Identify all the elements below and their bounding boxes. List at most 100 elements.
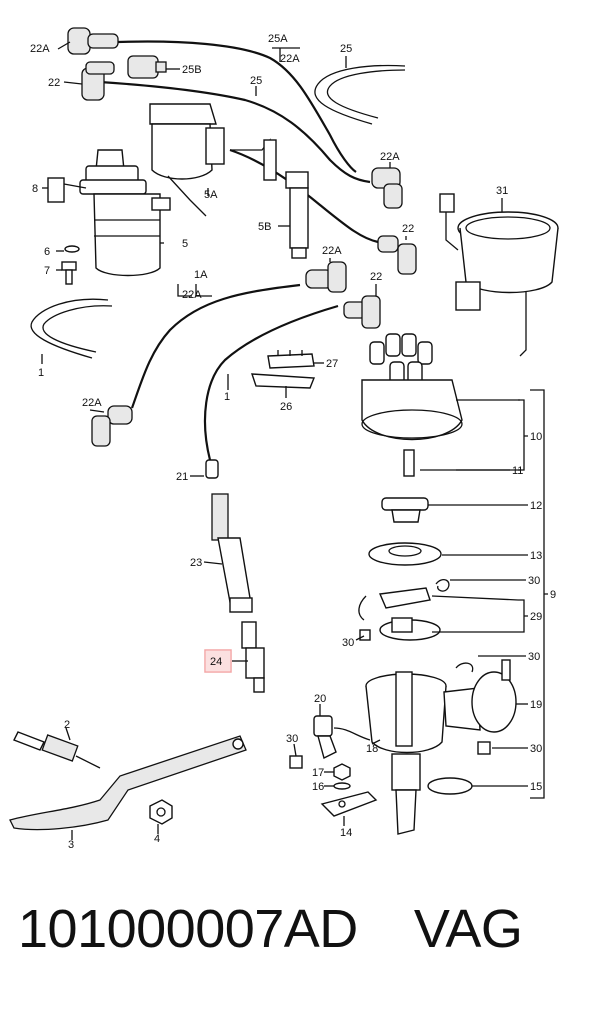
screw-30-b [359,629,371,641]
ht-lead-1-coiled [30,298,113,359]
callout-15: 15 [530,781,542,793]
callout-25-top: 25 [340,43,352,55]
connector-22A-mid [305,261,347,293]
connector-22A-bottom-left [91,405,133,447]
nut-17 [333,763,351,781]
rotor-12 [381,497,429,523]
callout-4: 4 [154,833,160,845]
callout-30-d: 30 [286,733,298,745]
callout-22A-1A: 22A [182,289,202,301]
condenser-20 [313,715,371,760]
plug-2 [13,731,101,769]
dust-cover-13 [368,542,442,566]
suppressor-5B [230,138,309,259]
callout-6: 6 [44,246,50,258]
distributor-cap-10 [361,333,463,441]
ht-lead-1A [130,283,301,409]
washer-16 [333,782,351,790]
callout-10: 10 [530,431,542,443]
callout-13: 13 [530,550,542,562]
callout-25-mid: 25 [250,75,262,87]
callout-2: 2 [64,719,70,731]
callout-5: 5 [182,238,188,250]
callout-1-mid: 1 [224,391,230,403]
ground-strap-3 [9,735,247,831]
callout-23: 23 [190,557,202,569]
suppressor-25B [127,55,167,79]
terminal-21 [205,459,219,479]
callout-22A-top: 22A [280,53,300,65]
callout-24: 24 [210,656,222,668]
distributor-housing-18 [365,671,447,835]
callout-9: 9 [550,589,556,601]
callout-31: 31 [496,185,508,197]
callout-11: 11 [512,465,523,477]
brand-name: VAG [413,899,523,959]
screw-30-d [289,755,303,769]
callout-24-highlight [204,649,232,673]
carbon-brush-11 [403,449,415,477]
callout-26: 26 [280,401,292,413]
connector-22-mid [343,295,381,329]
callout-1-left: 1 [38,367,44,379]
clamp-14 [320,791,378,817]
leader-lines [41,41,548,840]
bolt-7 [61,261,77,285]
o-ring-15 [427,777,473,795]
callout-22: 22 [48,77,60,89]
plug-connector-23 [211,493,253,613]
callout-30-e: 30 [530,743,542,755]
cap-shield-31 [439,193,559,357]
callout-7: 7 [44,265,50,277]
callout-27: 27 [326,358,338,370]
bracket-26 [251,373,316,389]
callout-18: 18 [366,743,378,755]
callout-8: 8 [32,183,38,195]
callout-1A: 1A [194,269,208,281]
part-number: 101000007AD [18,899,358,959]
callout-21: 21 [176,471,188,483]
part-number-caption: 101000007AD VAG [18,898,588,978]
callout-25B: 25B [182,64,202,76]
callout-30-a: 30 [528,575,540,587]
ht-lead-25-coiled [314,64,406,125]
clip-30-c [455,662,474,673]
callout-24-highlight-fill [206,651,230,671]
callout-3: 3 [68,839,74,851]
callout-20: 20 [314,693,326,705]
callout-22A-bottom-left: 22A [82,397,102,409]
connector-22-top-left [81,61,115,101]
callout-16: 16 [312,781,324,793]
callout-19: 19 [530,699,542,711]
ht-lead-25 [99,80,371,184]
wire-holder-27 [267,350,315,369]
ignition-coil-5A [149,103,225,217]
callout-22-mid: 22 [370,271,382,283]
connector-22A-top-left [67,27,119,55]
callout-5B: 5B [258,221,271,233]
callout-29: 29 [530,611,542,623]
ht-lead-to-22 [229,148,379,244]
contact-breaker-29 [358,587,441,641]
callout-17: 17 [312,767,324,779]
callout-30-b: 30 [342,637,354,649]
spark-plug-24 [241,621,265,693]
ignition-coil-5 [79,149,171,277]
callout-12: 12 [530,500,542,512]
vacuum-unit-19 [443,659,517,733]
ht-lead-1 [203,304,339,461]
callout-22A-right: 22A [380,151,400,163]
coil-bracket-8 [47,177,87,203]
connector-22-right [377,235,417,275]
callout-5A: 5A [204,189,218,201]
callout-22-right: 22 [402,223,414,235]
ht-lead-25A [117,40,357,173]
callout-30-c: 30 [528,651,540,663]
callout-25A: 25A [268,33,288,45]
screw-30-e [477,741,491,755]
connector-22A-right [371,167,403,209]
nut-4 [149,799,173,825]
callout-22A: 22A [30,43,50,55]
callout-22A-mid: 22A [322,245,342,257]
